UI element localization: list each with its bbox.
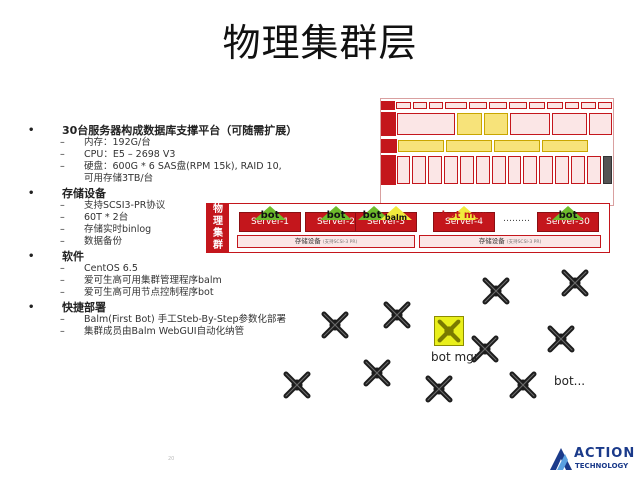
bot-more-label: bot... xyxy=(554,374,586,388)
bot-triangle-icon xyxy=(320,206,352,220)
bot-mgr-glyph xyxy=(437,319,461,343)
list-item: CPU：E5 – 2698 V3 xyxy=(84,149,176,160)
logo-text-action: ACTION xyxy=(574,446,636,461)
bot-icon xyxy=(382,300,412,330)
section-software: •软件 –CentOS 6.5 –爱可生高可用集群管理程序balm –爱可生高可… xyxy=(22,250,312,299)
bot-tag: bot mgr xyxy=(441,210,487,221)
storage-device: 存储设备 (支持SCSI-3 PR) xyxy=(237,235,415,248)
server-name: Server-3 xyxy=(367,217,405,227)
section-heading: 30台服务器构成数据库支撑平台（可随需扩展） xyxy=(62,124,298,137)
page-title: 物理集群层 xyxy=(222,21,418,65)
bot-icon xyxy=(362,358,392,388)
list-item: 存储实时binlog xyxy=(84,224,152,235)
server-node: bot Server-2 xyxy=(305,206,367,232)
ellipsis-text: ……… xyxy=(503,214,530,224)
bot-tag: bot xyxy=(558,210,578,221)
company-logo: ACTION TECHNOLOGY xyxy=(548,444,634,474)
list-item: 支持SCSI3-PR协议 xyxy=(84,200,166,211)
list-item: 数据备份 xyxy=(84,236,123,247)
bot-tag: bot xyxy=(260,210,280,221)
bot-tag: bot xyxy=(362,210,382,221)
architecture-diagram xyxy=(380,98,614,206)
diagram-label-block xyxy=(381,101,396,110)
server-name: Server-1 xyxy=(251,217,289,227)
action-logo-icon xyxy=(550,448,572,470)
bot-triangle-icon xyxy=(552,206,584,220)
server-node: bot Server-30 xyxy=(537,206,599,232)
list-item: Balm(First Bot) 手工Steb-By-Step参数化部署 xyxy=(84,314,286,325)
bot-icon xyxy=(508,370,538,400)
section-servers: •30台服务器构成数据库支撑平台（可随需扩展） –内存：192G/台 –CPU：… xyxy=(22,124,312,185)
diagram-row-db xyxy=(381,155,613,185)
list-item: 60T * 2台 xyxy=(84,212,129,223)
bot-icon xyxy=(560,268,590,298)
list-item: CentOS 6.5 xyxy=(84,263,138,274)
section-storage: •存储设备 –支持SCSI3-PR协议 –60T * 2台 –存储实时binlo… xyxy=(22,187,312,248)
bot-mgr-icon xyxy=(434,316,464,346)
list-item: 内存：192G/台 xyxy=(84,137,151,148)
bot-mgr-triangle-icon xyxy=(448,206,480,220)
bot-icon xyxy=(320,310,350,340)
bot-tag: bot xyxy=(326,210,346,221)
server-name: Server-30 xyxy=(546,217,590,227)
diagram-row-top xyxy=(381,101,613,110)
diagram-label-block xyxy=(381,155,396,185)
bullet-dot: • xyxy=(28,125,35,136)
bullet-dot: • xyxy=(28,302,35,313)
server-name: Server-2 xyxy=(317,217,355,227)
bot-triangle-icon xyxy=(254,206,286,220)
list-item: 硬盘：600G * 6 SAS盘(RPM 15k), RAID 10, 可用存储… xyxy=(84,161,282,184)
list-item: 集群成员由Balm WebGUI自动化纳管 xyxy=(84,326,245,337)
server-node: bot mgr Server-4 xyxy=(433,206,495,232)
bot-mgr-label: bot mgr xyxy=(431,350,479,364)
section-heading: 存储设备 xyxy=(62,187,106,200)
bot-icon xyxy=(282,370,312,400)
storage-device: 存储设备 (支持SCSI-3 PR) xyxy=(419,235,601,248)
bullet-dot: • xyxy=(28,251,35,262)
diagram-row-cache xyxy=(381,112,613,136)
bot-icon xyxy=(424,374,454,404)
strip-label: 物 理 集 群 xyxy=(207,204,229,252)
balm-triangle-icon xyxy=(380,206,412,220)
server-name: Server-4 xyxy=(445,217,483,227)
diagram-label-block xyxy=(381,112,396,136)
list-item: 爱可生高可用节点控制程序bot xyxy=(84,287,214,298)
section-heading: 软件 xyxy=(62,250,84,263)
diagram-row-proxy xyxy=(381,139,613,153)
bullet-dot: • xyxy=(28,188,35,199)
list-item: 爱可生高可用集群管理程序balm xyxy=(84,275,222,286)
section-deploy: •快捷部署 –Balm(First Bot) 手工Steb-By-Step参数化… xyxy=(22,301,312,338)
server-node: bot Server-1 xyxy=(239,206,301,232)
server-node: bot balm Server-3 xyxy=(355,206,417,232)
logo-text-technology: TECHNOLOGY xyxy=(575,462,629,470)
page-number: 20 xyxy=(168,456,175,462)
balm-tag: balm xyxy=(384,213,408,222)
diagram-label-block xyxy=(381,139,397,153)
bullet-list: •30台服务器构成数据库支撑平台（可随需扩展） –内存：192G/台 –CPU：… xyxy=(22,122,312,338)
bot-icon xyxy=(546,324,576,354)
bot-icon xyxy=(481,276,511,306)
physical-cluster-strip: 物 理 集 群 bot Server-1 bot Server-2 bot ba… xyxy=(206,203,610,253)
section-heading: 快捷部署 xyxy=(62,301,106,314)
